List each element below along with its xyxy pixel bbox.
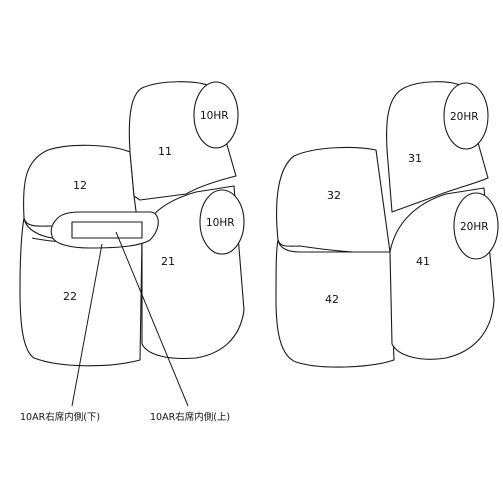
seat-part-12 (23, 144, 139, 227)
label-32: 32 (327, 189, 341, 202)
callout-line-lower (71, 243, 103, 407)
label-22: 22 (63, 290, 77, 303)
callout-text-lower: 10AR右席内側(下) (20, 411, 100, 423)
label-headrest-upper-left: 10HR (200, 110, 229, 122)
headrest-10hr-lower (199, 189, 245, 255)
armrest-10ar-upper-inner (71, 221, 143, 239)
label-headrest-upper-right: 20HR (450, 111, 479, 123)
callout-line-upper (115, 231, 189, 407)
headrest-10hr-upper (193, 81, 239, 149)
label-12: 12 (73, 179, 87, 192)
seat-part-32 (276, 146, 391, 254)
seat-part-22 (19, 217, 143, 367)
label-headrest-lower-left: 10HR (206, 217, 235, 229)
left-seat-set: 11 12 21 22 10HR 10HR 10AR右席内側(下) 10AR右席… (19, 81, 245, 423)
label-41: 41 (416, 255, 430, 268)
label-42: 42 (325, 293, 339, 306)
label-31: 31 (408, 152, 422, 165)
seat-part-42 (275, 239, 395, 368)
headrest-20hr-upper (443, 82, 489, 150)
label-21: 21 (161, 255, 175, 268)
label-11: 11 (158, 145, 172, 158)
label-headrest-lower-right: 20HR (460, 221, 489, 233)
headrest-20hr-lower (453, 192, 499, 260)
right-seat-set: 31 32 41 42 20HR 20HR (275, 81, 499, 368)
callout-text-upper: 10AR右席内側(上) (150, 411, 230, 423)
